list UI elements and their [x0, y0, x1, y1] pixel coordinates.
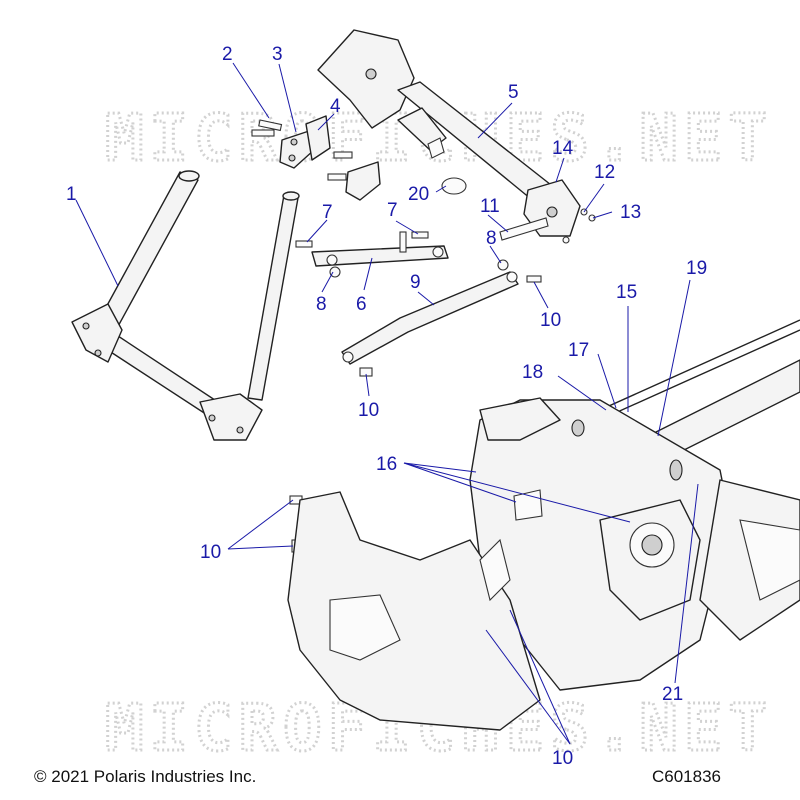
callout-8a: 8	[316, 294, 327, 315]
callout-1: 1	[66, 184, 77, 205]
part-20-hose-clamp	[441, 177, 467, 195]
callout-9: 9	[410, 272, 421, 293]
callout-10d: 10	[552, 748, 573, 769]
callout-18: 18	[522, 362, 543, 383]
callout-20: 20	[408, 184, 429, 205]
callout-4: 4	[330, 96, 341, 117]
part-2-bolts	[251, 119, 353, 181]
callout-7b: 7	[387, 200, 398, 221]
callout-15: 15	[616, 282, 637, 303]
callout-10a: 10	[540, 310, 561, 331]
callout-10b: 10	[358, 400, 379, 421]
part-6-lower-link	[311, 231, 449, 267]
callout-16: 16	[376, 454, 397, 475]
callout-17: 17	[568, 340, 589, 361]
callout-8b: 8	[486, 228, 497, 249]
callout-12: 12	[594, 162, 615, 183]
callout-2: 2	[222, 44, 233, 65]
callout-21: 21	[662, 684, 683, 705]
callout-19: 19	[686, 258, 707, 279]
copyright-text: © 2021 Polaris Industries Inc.	[34, 767, 256, 786]
chassis-main	[287, 397, 800, 731]
part-4-mount-bracket	[305, 115, 331, 161]
part-9-curved-link	[341, 271, 519, 365]
callout-5: 5	[508, 82, 519, 103]
part-1-front-tube-frame	[71, 170, 300, 441]
callouts: 1 2 3 4 5 6 7 7 8 8 9 10 10 10 10 11 12 …	[66, 44, 707, 769]
callout-11: 11	[480, 196, 500, 217]
callout-13: 13	[620, 202, 641, 223]
callout-14: 14	[552, 138, 574, 159]
diagram-code: C601836	[652, 767, 721, 786]
callout-6: 6	[356, 294, 367, 315]
leader-lines	[75, 62, 699, 745]
callout-7a: 7	[322, 202, 333, 223]
callout-3: 3	[272, 44, 283, 65]
part-11-spring	[499, 217, 549, 241]
callout-10c: 10	[200, 542, 221, 563]
